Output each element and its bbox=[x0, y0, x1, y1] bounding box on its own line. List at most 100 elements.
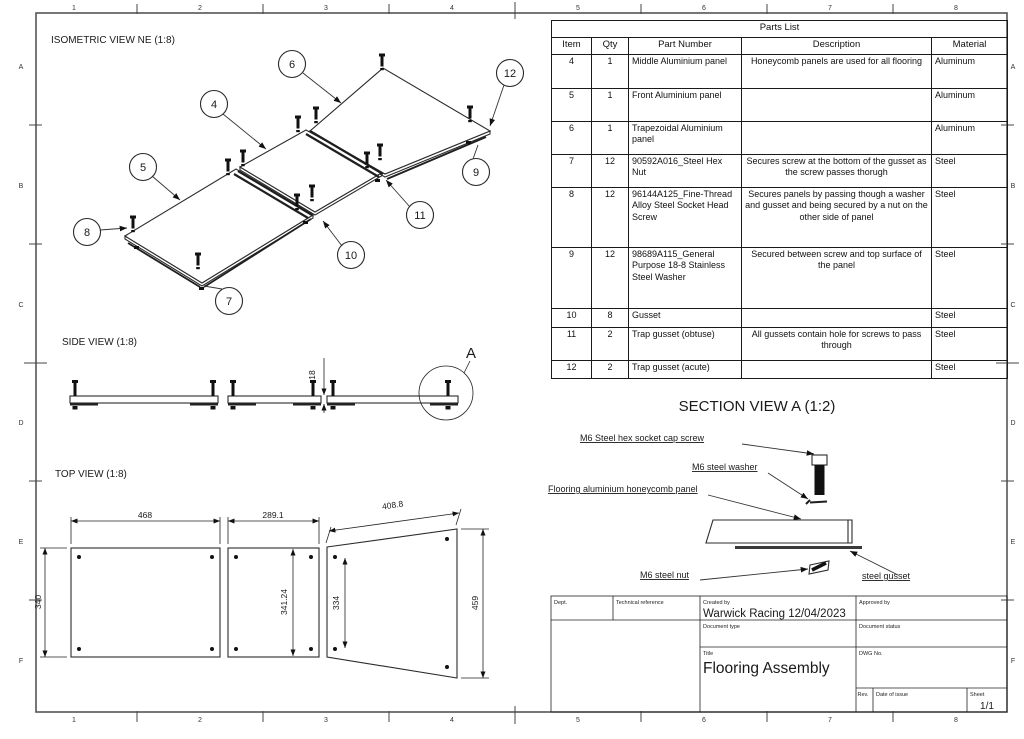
balloon-label: 12 bbox=[504, 68, 516, 80]
zone-col-top: 3 bbox=[324, 5, 328, 12]
cell-qty: 8 bbox=[591, 308, 629, 328]
dim-18: 18 bbox=[307, 370, 317, 380]
tech-ref-label: Technical reference bbox=[616, 600, 664, 606]
cell-item: 4 bbox=[551, 54, 592, 89]
zone-col-top: 7 bbox=[828, 5, 832, 12]
table-row: 10 8 Gusset Steel bbox=[551, 308, 1009, 328]
zone-row-left: D bbox=[18, 420, 23, 427]
zone-col-bottom: 2 bbox=[198, 717, 202, 724]
balloon-8: 8 bbox=[72, 217, 102, 247]
cell-description: Secures panels by passing though a washe… bbox=[741, 187, 932, 248]
cell-part-number: 96144A125_Fine-Thread Alloy Steel Socket… bbox=[628, 187, 742, 248]
table-row: 9 12 98689A115_General Purpose 18-8 Stai… bbox=[551, 247, 1009, 309]
approved-by-label: Approved by bbox=[859, 600, 890, 606]
cell-qty: 1 bbox=[591, 88, 629, 122]
balloon-label: 7 bbox=[226, 296, 232, 308]
cell-qty: 12 bbox=[591, 154, 629, 188]
cell-description: Secured between screw and top surface of… bbox=[741, 247, 932, 309]
detail-a-label: A bbox=[466, 345, 476, 362]
cell-item: 5 bbox=[551, 88, 592, 122]
sheet-value: 1/1 bbox=[980, 701, 994, 712]
zone-row-left: A bbox=[19, 64, 24, 71]
zone-col-top: 1 bbox=[72, 5, 76, 12]
balloon-5: 5 bbox=[128, 152, 158, 182]
balloon-6: 6 bbox=[277, 49, 307, 79]
dim-340: 340 bbox=[33, 595, 43, 609]
zone-row-right: F bbox=[1011, 658, 1015, 665]
cell-description bbox=[741, 88, 932, 122]
thickness-dimension: 18 bbox=[307, 358, 327, 413]
side-trap-panel bbox=[326, 395, 459, 404]
table-row: 7 12 90592A016_Steel Hex Nut Secures scr… bbox=[551, 154, 1009, 188]
section-washer bbox=[805, 499, 828, 505]
balloon-12: 12 bbox=[495, 58, 525, 88]
cell-item: 6 bbox=[551, 121, 592, 155]
cell-material: Aluminum bbox=[930, 121, 1009, 155]
table-row: 11 2 Trap gusset (obtuse) All gussets co… bbox=[551, 327, 1009, 361]
section-nut bbox=[808, 560, 830, 575]
nut-label: M6 steel nut bbox=[640, 570, 690, 580]
cell-qty: 12 bbox=[591, 247, 629, 309]
cell-part-number: Trap gusset (acute) bbox=[628, 360, 742, 379]
top-view: TOP VIEW (1:8) 468 289.1 408.8 bbox=[33, 469, 489, 679]
dimension-340: 340 bbox=[33, 547, 67, 658]
top-trap-panel bbox=[326, 528, 458, 679]
cell-description bbox=[741, 308, 932, 328]
top-front-panel bbox=[70, 547, 221, 658]
dimension-334: 334 bbox=[331, 558, 348, 648]
section-view-title: SECTION VIEW A (1:2) bbox=[679, 398, 836, 415]
balloon-leaders bbox=[99, 72, 505, 290]
dimension-468: 468 bbox=[70, 510, 221, 544]
side-view: SIDE VIEW (1:8) 18 A bbox=[62, 337, 476, 421]
col-header-material: Material bbox=[930, 37, 1009, 55]
doc-status-label: Document status bbox=[859, 624, 901, 630]
zone-row-right: A bbox=[1011, 64, 1016, 71]
gussets bbox=[127, 130, 487, 290]
cell-material: Steel bbox=[930, 154, 1009, 188]
section-screw bbox=[811, 454, 828, 495]
zone-labels: 1 2 3 4 5 6 7 8 1 2 3 4 5 6 7 8 A B C D … bbox=[18, 5, 1015, 724]
zone-row-left: F bbox=[19, 658, 23, 665]
cell-material: Steel bbox=[930, 308, 1009, 328]
col-header-item: Item bbox=[551, 37, 592, 55]
created-by-label: Created by bbox=[703, 600, 730, 606]
zone-col-bottom: 3 bbox=[324, 717, 328, 724]
balloon-label: 9 bbox=[473, 167, 479, 179]
rev-label: Rev. bbox=[858, 692, 869, 698]
doc-type-label: Document type bbox=[703, 624, 740, 630]
dimension-341-24: 341.24 bbox=[279, 549, 296, 656]
side-screws bbox=[72, 380, 451, 410]
cell-qty: 1 bbox=[591, 54, 629, 89]
zone-col-top: 6 bbox=[702, 5, 706, 12]
col-header-part-number: Part Number bbox=[628, 37, 742, 55]
balloon-label: 10 bbox=[345, 250, 357, 262]
table-row: 5 1 Front Aluminium panel Aluminum bbox=[551, 88, 1009, 122]
cell-description bbox=[741, 360, 932, 379]
cell-qty: 2 bbox=[591, 327, 629, 361]
balloons: 4 5 6 7 8 9 10 11 12 bbox=[72, 49, 525, 316]
zone-row-right: D bbox=[1010, 420, 1015, 427]
zone-col-bottom: 1 bbox=[72, 717, 76, 724]
zone-col-bottom: 7 bbox=[828, 717, 832, 724]
cell-material: Steel bbox=[930, 360, 1009, 379]
cell-material: Aluminum bbox=[930, 54, 1009, 89]
title-value: Flooring Assembly bbox=[703, 660, 830, 677]
table-row: 6 1 Trapezoidal Aluminium panel Aluminum bbox=[551, 121, 1009, 155]
table-row: 8 12 96144A125_Fine-Thread Alloy Steel S… bbox=[551, 187, 1009, 248]
zone-col-bottom: 4 bbox=[450, 717, 454, 724]
zone-col-top: 2 bbox=[198, 5, 202, 12]
cell-qty: 1 bbox=[591, 121, 629, 155]
balloon-7: 7 bbox=[214, 286, 244, 316]
panel-label: Flooring aluminium honeycomb panel bbox=[548, 484, 698, 494]
cell-item: 12 bbox=[551, 360, 592, 379]
zone-col-top: 8 bbox=[954, 5, 958, 12]
cell-material: Steel bbox=[930, 247, 1009, 309]
cell-item: 9 bbox=[551, 247, 592, 309]
balloon-label: 11 bbox=[414, 210, 425, 222]
zone-row-right: B bbox=[1011, 183, 1016, 190]
section-view: SECTION VIEW A (1:2) M6 Steel hex socket… bbox=[548, 398, 911, 581]
cell-qty: 2 bbox=[591, 360, 629, 379]
zone-row-left: E bbox=[19, 539, 24, 546]
dim-289-1: 289.1 bbox=[262, 510, 284, 520]
cell-description: Secures screw at the bottom of the gusse… bbox=[741, 154, 932, 188]
